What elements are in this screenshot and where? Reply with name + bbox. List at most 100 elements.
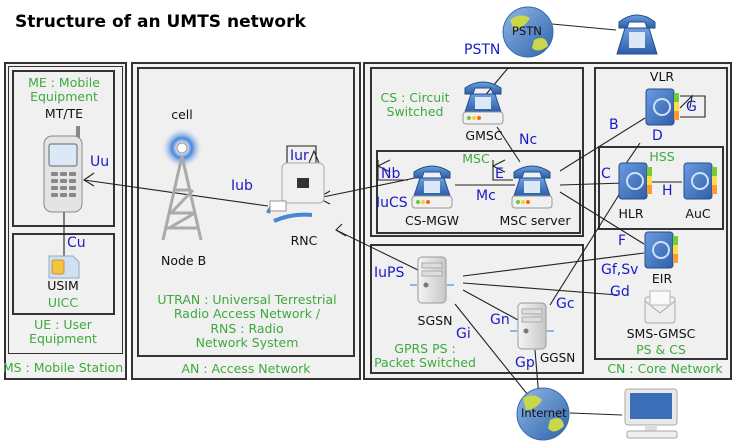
cs-label: CS : Circuit Switched: [380, 90, 450, 120]
auc-label: AuC: [685, 206, 711, 221]
gn-interface-label: Gn: [490, 312, 510, 328]
msc-box: [376, 150, 581, 234]
iups-interface-label: IuPS: [374, 265, 405, 281]
line-nb: [377, 160, 408, 181]
utran-label: UTRAN : Universal Terrestrial Radio Acce…: [157, 292, 337, 351]
nb-interface-label: Nb: [381, 166, 401, 182]
line-iups: [335, 229, 419, 271]
msc-label: MSC: [462, 151, 490, 166]
line-uu-iub: [83, 179, 269, 207]
ue-label: UE : User Equipment: [29, 317, 97, 347]
ggsn-label: GGSN: [540, 351, 576, 365]
vlr-label: VLR: [649, 69, 675, 84]
iur-interface-label: Iur: [290, 148, 309, 164]
rnc-icon: [266, 162, 325, 223]
line-gn: [462, 289, 519, 321]
ps-cs-label: PS & CS: [636, 342, 686, 357]
uicc-label: UICC: [47, 295, 79, 310]
sms-envelope-icon: [644, 290, 676, 324]
e-interface-label: E: [495, 166, 504, 182]
rnc-label: RNC: [290, 233, 318, 248]
mobile-phone-icon: [43, 126, 83, 213]
line-gd: [462, 282, 619, 296]
vlr-book-icon: [645, 88, 679, 126]
pstn-interface-label: PSTN: [464, 42, 501, 58]
cell-label: cell: [171, 107, 193, 122]
gmsc-label: GMSC: [465, 128, 503, 143]
utran-line4: Network System: [195, 335, 299, 351]
iucs-interface-label: IuCS: [376, 195, 408, 211]
sgsn-server-icon: [410, 256, 454, 304]
an-label: AN : Access Network: [181, 361, 311, 376]
nc-interface-label: Nc: [519, 132, 538, 148]
arrow-uu: [82, 172, 95, 187]
ue-label-line2: Equipment: [29, 331, 97, 347]
usim-label: USIM: [47, 278, 79, 293]
telephone-icon: [616, 14, 658, 55]
cs-mgw-phone-icon: [411, 165, 453, 209]
sgsn-label: SGSN: [417, 313, 453, 328]
ue-label-line1: UE : User: [34, 317, 92, 332]
mc-interface-label: Mc: [476, 188, 496, 204]
line-gi: [454, 303, 541, 411]
sms-gmsc-label: SMS-GMSC: [626, 326, 696, 341]
line-nc: [496, 126, 521, 163]
computer-icon: [624, 388, 678, 439]
ggsn-server-icon: [510, 302, 554, 350]
line-gc: [549, 189, 623, 306]
cs-mgw-label: CS-MGW: [404, 213, 460, 228]
b-interface-label: B: [609, 117, 619, 133]
ue-box: [8, 66, 123, 354]
gprs-label: GPRS PS : Packet Switched: [374, 341, 476, 371]
uu-interface-label: Uu: [90, 154, 110, 170]
pstn-globe-icon: [502, 6, 554, 58]
hlr-label: HLR: [618, 206, 644, 221]
d-interface-label: D: [652, 128, 663, 144]
page-title: Structure of an UMTS network: [15, 12, 306, 32]
auc-book-icon: [683, 162, 717, 200]
node-b-label: Node B: [161, 253, 207, 268]
gprs-line2: Packet Switched: [374, 355, 476, 371]
gi-interface-label: Gi: [456, 326, 471, 342]
ms-label: MS : Mobile Station: [2, 360, 124, 375]
cs-line1: CS : Circuit: [380, 90, 450, 105]
internet-label: Internet: [521, 406, 567, 420]
sim-card-icon: [48, 255, 80, 279]
pstn-node-label: PSTN: [512, 24, 542, 38]
gp-interface-label: Gp: [515, 355, 535, 371]
line-pstn-phone: [551, 23, 617, 31]
hss-label: HSS: [649, 149, 675, 164]
c-interface-label: C: [601, 166, 611, 182]
utran-line1: UTRAN : Universal Terrestrial: [157, 292, 337, 307]
cu-interface-label: Cu: [67, 235, 86, 251]
line-e: [492, 160, 513, 181]
hlr-book-icon: [618, 162, 652, 200]
me-label-line2: Equipment: [30, 89, 98, 105]
eir-label: EIR: [651, 271, 673, 286]
gmsc-phone-icon: [462, 81, 504, 125]
connections: [63, 23, 706, 416]
me-label-line1: ME : Mobile: [28, 75, 100, 90]
cn-label: CN : Core Network: [607, 361, 723, 376]
iub-interface-label: Iub: [231, 178, 253, 194]
utran-box: [137, 67, 355, 357]
line-b: [559, 117, 646, 172]
msc-server-label: MSC server: [499, 213, 571, 228]
mt-te-label: MT/TE: [44, 106, 84, 121]
line-internet-pc: [569, 412, 623, 416]
line-iucs: [317, 177, 416, 199]
f-interface-label: F: [618, 233, 627, 249]
eir-book-icon: [644, 231, 678, 269]
line-gf-sv: [462, 252, 645, 277]
h-interface-label: H: [662, 183, 673, 199]
gf-sv-interface-label: Gf,Sv: [601, 262, 639, 278]
gd-interface-label: Gd: [610, 284, 630, 300]
line-f: [559, 191, 645, 245]
line-pstn-gmsc: [482, 67, 509, 99]
internet-globe-icon: [516, 387, 570, 441]
me-label: ME : Mobile Equipment: [28, 75, 100, 105]
utran-line3: RNS : Radio: [210, 320, 284, 336]
msc-server-phone-icon: [511, 165, 553, 209]
gc-interface-label: Gc: [556, 296, 575, 312]
